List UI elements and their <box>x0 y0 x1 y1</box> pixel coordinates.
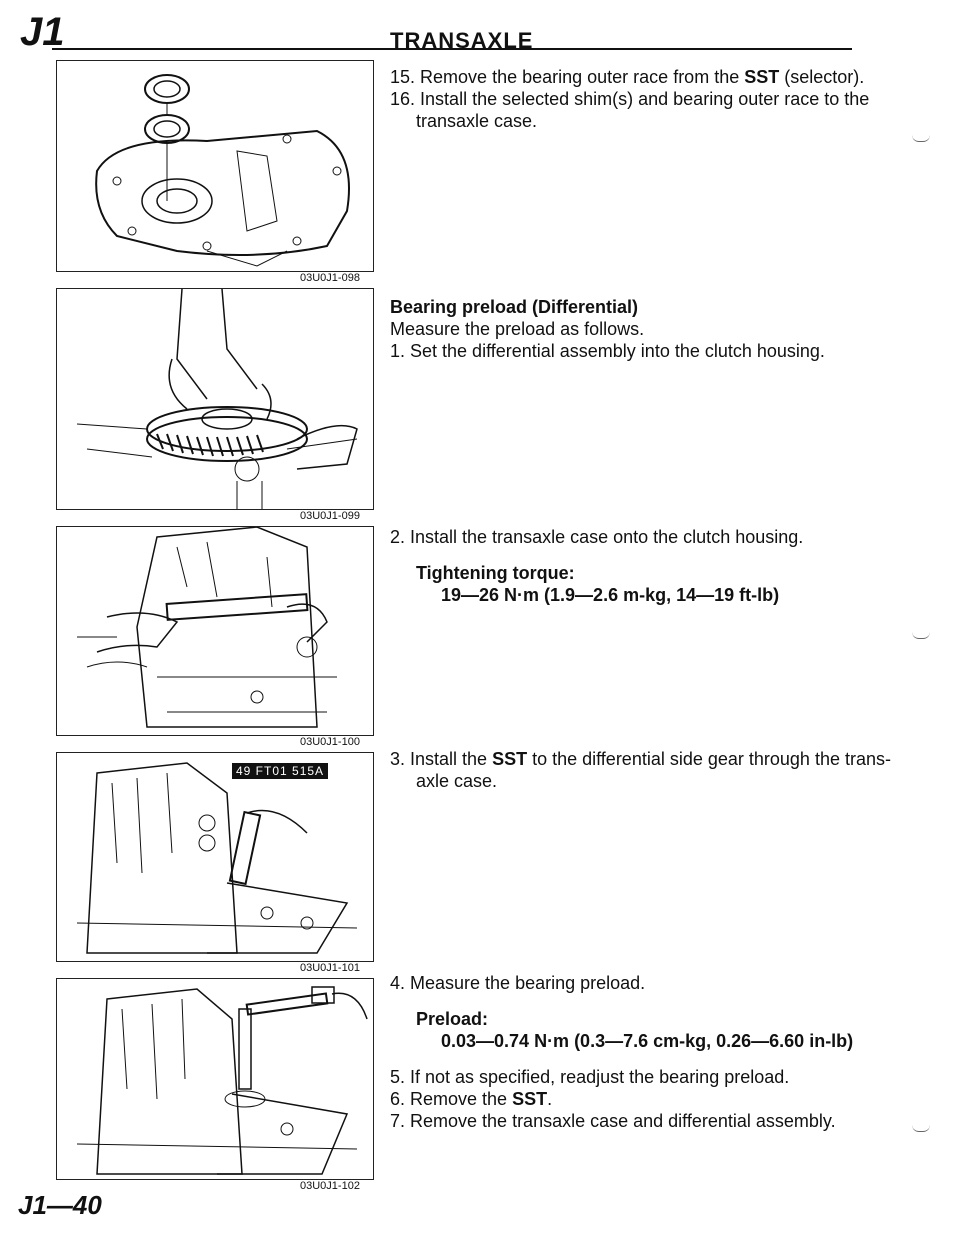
step-7: 7. Remove the transaxle case and differe… <box>390 1111 836 1131</box>
illustration-bearing-race <box>95 74 350 267</box>
illustration-differential <box>76 289 358 509</box>
step-2: 2. Install the transaxle case onto the c… <box>390 527 804 547</box>
header-rule <box>52 48 852 50</box>
page-title: TRANSAXLE <box>390 28 534 53</box>
step-3: 3. Install the SST to the differential s… <box>390 749 891 769</box>
step-15: 15. Remove the bearing outer race from t… <box>390 67 865 87</box>
step-16-cont: transaxle case. <box>416 111 538 131</box>
step-6: 6. Remove the SST. <box>390 1089 553 1109</box>
section-heading: Bearing preload (Differential) <box>390 297 639 317</box>
step-16: 16. Install the selected shim(s) and bea… <box>390 89 870 109</box>
figure-caption: 03U0J1-100 <box>300 736 360 748</box>
figure-caption: 03U0J1-102 <box>300 1180 360 1192</box>
step-3-cont: axle case. <box>416 771 498 791</box>
step-1: 1. Set the differential assembly into th… <box>390 341 825 361</box>
illustration-measure-preload <box>76 986 368 1175</box>
page-mark <box>912 135 930 142</box>
preload-label: Preload: <box>416 1009 489 1029</box>
figure-caption: 03U0J1-098 <box>300 272 360 284</box>
figure-bearing-race <box>56 60 374 272</box>
section-intro: Measure the preload as follows. <box>390 319 645 339</box>
section-code: J1 <box>20 10 65 54</box>
figure-caption: 03U0J1-101 <box>300 962 360 974</box>
figure-differential <box>56 288 374 510</box>
illustration-sst-install <box>76 762 358 954</box>
figure-case-install <box>56 526 374 736</box>
figure-measure-preload <box>56 978 374 1180</box>
torque-label: Tightening torque: <box>416 563 575 583</box>
figure-sst-install: 49 FT01 515A <box>56 752 374 962</box>
sst-label: 49 FT01 515A <box>232 763 329 779</box>
preload-value: 0.03—0.74 N·m (0.3—7.6 cm-kg, 0.26—6.60 … <box>441 1031 854 1051</box>
step-5: 5. If not as specified, readjust the bea… <box>390 1067 790 1087</box>
page-mark <box>912 632 930 639</box>
page-number: J1—40 <box>18 1190 102 1220</box>
illustration-case-install <box>77 527 337 728</box>
figure-caption: 03U0J1-099 <box>300 510 360 522</box>
step-4: 4. Measure the bearing preload. <box>390 973 646 993</box>
torque-value: 19—26 N·m (1.9—2.6 m-kg, 14—19 ft-lb) <box>441 585 780 605</box>
page-mark <box>912 1125 930 1132</box>
